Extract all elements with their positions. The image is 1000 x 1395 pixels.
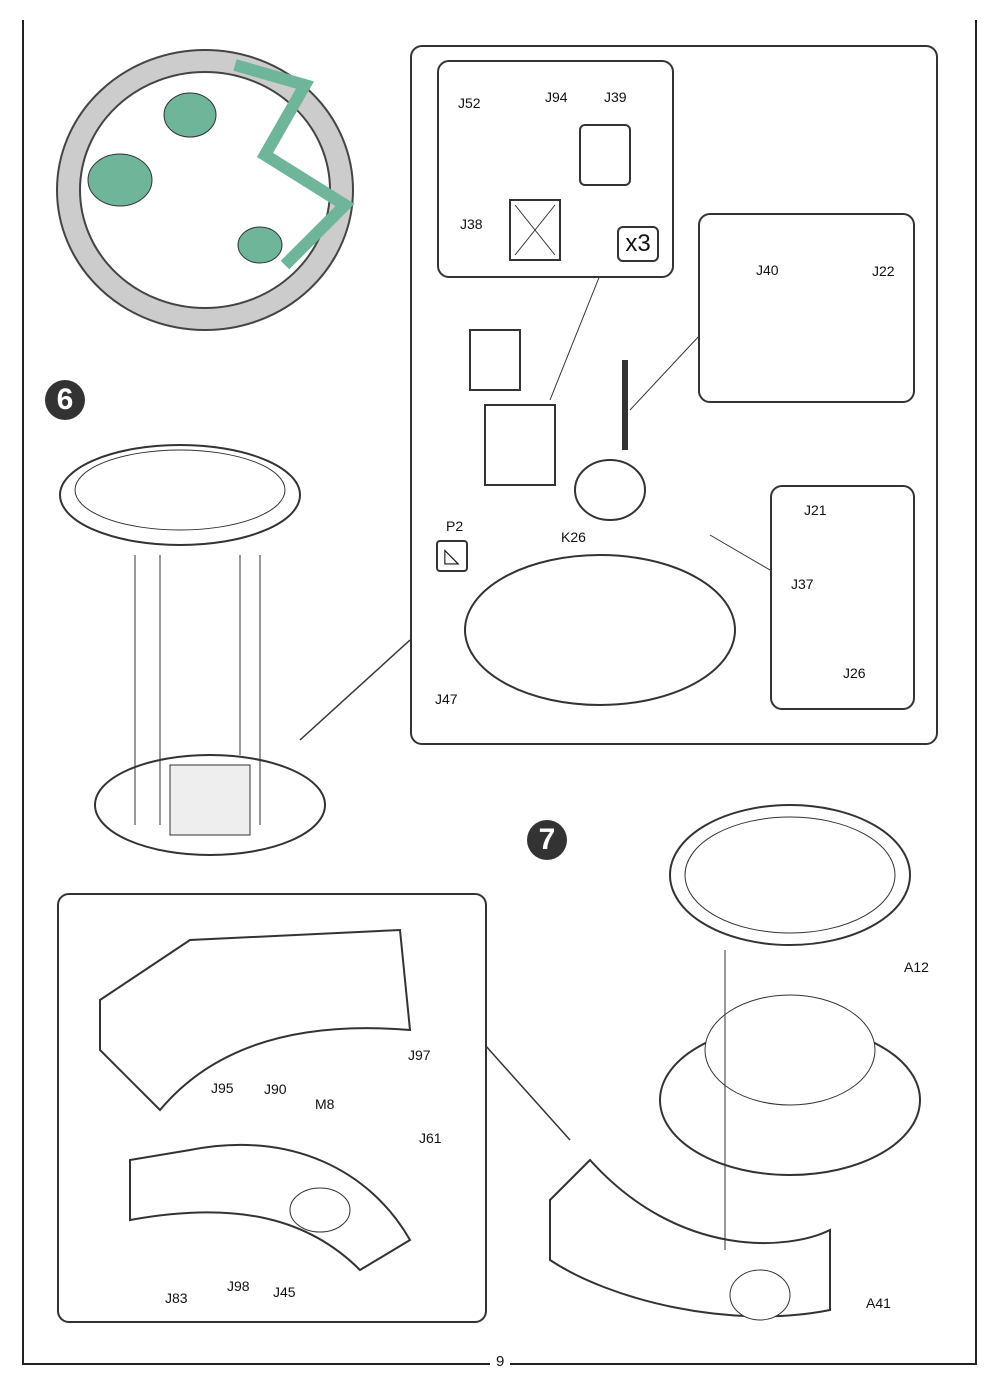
part-label-A12: A12 [904, 959, 929, 975]
turret-wall-illustration [99, 928, 412, 1272]
step-6-assembly-illustration [59, 444, 326, 856]
subpanel-gun-mount [698, 213, 915, 403]
part-label-J40: J40 [756, 262, 779, 278]
part-label-J98: J98 [227, 1278, 250, 1294]
part-label-J38: J38 [460, 216, 483, 232]
part-label-J47: J47 [435, 691, 458, 707]
part-label-A41: A41 [866, 1295, 891, 1311]
part-label-J61: J61 [419, 1130, 442, 1146]
step-7-badge: 7 [527, 820, 567, 860]
page-number: 9 [490, 1353, 511, 1370]
part-label-P2: P2 [446, 518, 464, 534]
part-label-J26: J26 [843, 665, 866, 681]
step-7-assembly-illustration [549, 804, 921, 1321]
part-label-J21: J21 [804, 502, 827, 518]
part-label-J39: J39 [604, 89, 627, 105]
part-label-J45: J45 [273, 1284, 296, 1300]
part-label-J83: J83 [165, 1290, 188, 1306]
part-label-J95: J95 [211, 1080, 234, 1096]
multiplier-badge: x3 [617, 226, 659, 262]
part-label-J22: J22 [872, 263, 895, 279]
jerrycan-illustration [509, 124, 631, 261]
part-label-J37: J37 [791, 576, 814, 592]
part-label-M8: M8 [315, 1096, 335, 1112]
floor-plate-illustration [464, 329, 736, 706]
part-label-J94: J94 [545, 89, 568, 105]
part-label-J90: J90 [264, 1081, 287, 1097]
subpanel-seat [770, 485, 915, 710]
turret-ring-illustration [56, 49, 355, 331]
part-label-J52: J52 [458, 95, 481, 111]
part-label-J97: J97 [408, 1047, 431, 1063]
part-label-K26: K26 [561, 529, 586, 545]
step-6-badge: 6 [45, 380, 85, 420]
paint-icon: ◺ [436, 540, 468, 572]
